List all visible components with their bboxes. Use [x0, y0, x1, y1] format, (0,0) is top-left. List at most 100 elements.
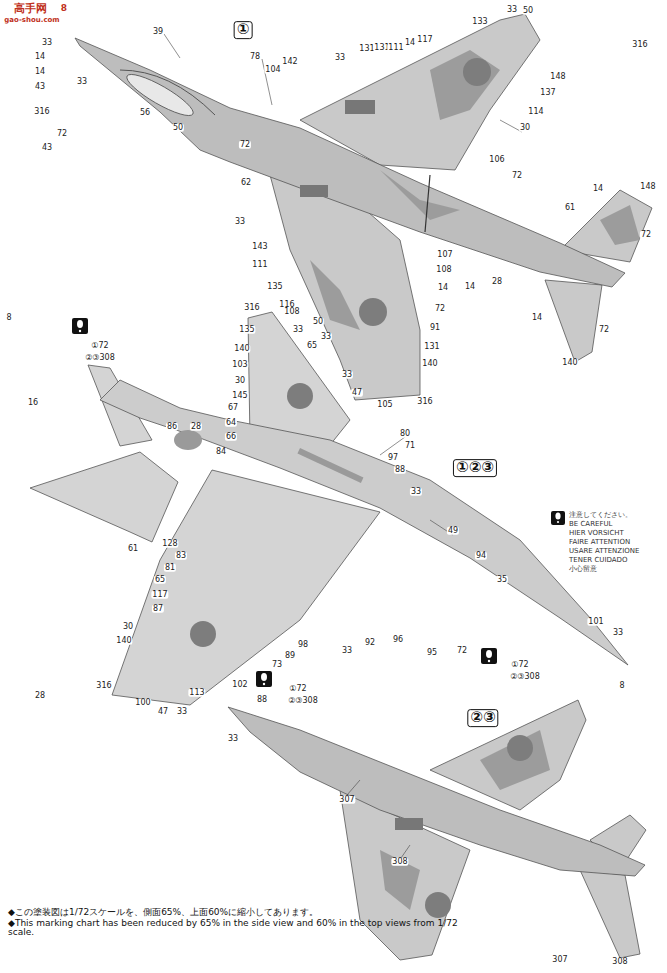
callout-number: 140 [115, 637, 132, 645]
callout-number: 89 [284, 652, 296, 660]
callout-number: 308 [611, 958, 628, 966]
callout-number: 100 [134, 699, 151, 707]
callout-number: 108 [435, 266, 452, 274]
callout-number: 104 [264, 66, 281, 74]
callout-number: 307 [551, 956, 568, 964]
callout-number: 316 [95, 682, 112, 690]
callout-number: 84 [215, 448, 227, 456]
caution-text: TENER CUIDADO [569, 557, 627, 564]
callout-number: 14 [437, 284, 449, 292]
callout-number: 145 [231, 392, 248, 400]
caution-text: FAIRE ATTENTION [569, 539, 630, 546]
callout-number: 72 [598, 326, 610, 334]
callout-number: 72 [511, 172, 523, 180]
scale-note: ◆この塗装図は1/72スケールを、側面65%、上面60%に縮小してあります。 [8, 908, 478, 917]
callout-number: 114 [527, 108, 544, 116]
callout-number: 33 [506, 6, 518, 14]
callout-number: 316 [33, 108, 50, 116]
callout-number: 148 [639, 183, 656, 191]
callout-number: 98 [297, 641, 309, 649]
callout-number: 33 [612, 629, 624, 637]
callout-number: 61 [564, 204, 576, 212]
callout-number: 308 [391, 858, 408, 866]
caution-text: 小心留意 [569, 566, 597, 573]
callout-number: 140 [421, 360, 438, 368]
callout-number: 105 [376, 401, 393, 409]
watermark: gao-shou.com [4, 17, 59, 24]
caution-text: BE CAREFUL [569, 521, 612, 528]
callout-number: 131 [423, 343, 440, 351]
callout-number: 106 [488, 156, 505, 164]
callout-number: 72 [239, 141, 251, 149]
callout-number: 28 [34, 692, 46, 700]
callout-number: 65 [154, 576, 166, 584]
callout-number: 47 [351, 389, 363, 397]
callout-number: 111 [251, 261, 268, 269]
callout-number: 135 [238, 326, 255, 334]
callout-number: 33 [410, 488, 422, 496]
callout-number: 35 [496, 576, 508, 584]
callout-number: 88 [394, 466, 406, 474]
callout-number: 8 [5, 314, 12, 322]
callout-number: 50 [172, 124, 184, 132]
callout-number: 16 [27, 399, 39, 407]
callout-number: 92 [364, 639, 376, 647]
callout-number: 86 [166, 423, 178, 431]
callout-number: 39 [152, 28, 164, 36]
caution-text: USARE ATTENZIONE [569, 548, 639, 555]
callout-number: 14 [464, 283, 476, 291]
callout-number: 66 [225, 433, 237, 441]
callout-number: 316 [243, 304, 260, 312]
callout-number: 80 [399, 430, 411, 438]
variant-badge: ①②③ [453, 459, 497, 477]
callout-number: 47 [157, 708, 169, 716]
variant-badge: ① [234, 21, 253, 39]
callout-number: 95 [426, 649, 438, 657]
callout-number: 14 [531, 314, 543, 322]
callout-number: 33 [334, 54, 346, 62]
callout-number: 133 [471, 18, 488, 26]
callout-number: 307 [338, 796, 355, 804]
paint-note: ②③308 [84, 354, 116, 362]
callout-number: 140 [561, 359, 578, 367]
callout-number: 49 [447, 527, 459, 535]
callout-number: 50 [522, 7, 534, 15]
callout-number: 8 [618, 682, 625, 690]
callout-number: 142 [281, 58, 298, 66]
callout-number: 14 [404, 39, 416, 47]
callout-number: 137 [539, 89, 556, 97]
callout-number: 30 [122, 623, 134, 631]
callout-number: 88 [256, 696, 268, 704]
callout-number: 316 [416, 398, 433, 406]
paint-note: ①72 [90, 342, 109, 350]
callout-number: 14 [592, 185, 604, 193]
callout-number: 94 [475, 552, 487, 560]
callout-number: 78 [249, 53, 261, 61]
callout-number: 33 [320, 333, 332, 341]
callout-number: 111 [387, 44, 404, 52]
callout-number: 102 [231, 681, 248, 689]
callout-number: 14 [34, 68, 46, 76]
paint-note: ②③308 [509, 673, 541, 681]
callout-number: 73 [271, 661, 283, 669]
callout-number: 65 [306, 342, 318, 350]
callout-number: 28 [491, 278, 503, 286]
callout-number: 128 [161, 540, 178, 548]
callout-number: 72 [640, 231, 652, 239]
callout-number: 33 [341, 647, 353, 655]
callout-number: 56 [139, 109, 151, 117]
scale-note: ◆This marking chart has been reduced by … [8, 919, 478, 938]
callout-number: 135 [266, 283, 283, 291]
callout-number: 117 [151, 591, 168, 599]
callout-number: 33 [292, 326, 304, 334]
callout-number: 43 [34, 83, 46, 91]
callout-number: 117 [416, 36, 433, 44]
callout-number: 81 [164, 564, 176, 572]
caution-text: HIER VORSICHT [569, 530, 624, 537]
variant-badge: ②③ [467, 709, 498, 727]
watermark: 8 [61, 4, 67, 13]
callout-number: 28 [190, 423, 202, 431]
paint-note: ②③308 [287, 697, 319, 705]
callout-number: 83 [175, 552, 187, 560]
